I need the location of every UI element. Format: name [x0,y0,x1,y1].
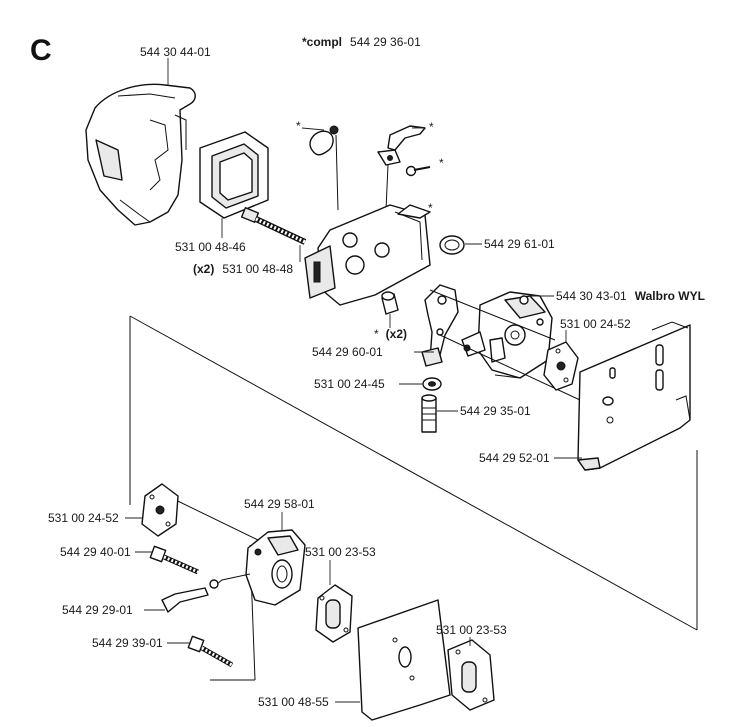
nipple [421,394,437,433]
carb-number: 544 30 43-01 [556,289,627,303]
choke-rod [161,573,251,613]
label-screw-upper: 544 29 40-01 [60,545,131,559]
washer [422,377,442,391]
filter-bolt [240,207,307,245]
label-intake: 544 29 58-01 [244,497,315,511]
bracket [421,284,459,367]
label-gasket-mid: 531 00 23-53 [305,545,376,559]
screw-lower [187,635,234,668]
carburetor [461,291,553,379]
label-nipple: 544 29 35-01 [460,404,531,418]
screw-upper [149,545,200,575]
plate-low [357,599,451,721]
label-screw-lower: 544 29 39-01 [92,636,163,650]
label-rod: 544 29 29-01 [62,603,133,617]
throttle-lever [377,125,426,166]
air-filter-cover [85,83,196,226]
section-letter: C [30,34,52,67]
label-plate-right: 544 29 52-01 [479,451,550,465]
label-plate-low: 531 00 48-55 [258,695,329,709]
star-2: * [429,120,434,134]
star-4: * [428,201,433,215]
gasket-right [543,341,579,391]
bolt-qty: (x2) [193,262,214,276]
label-oring: 544 29 61-01 [484,237,555,251]
star-3: * [439,156,444,170]
label-cover: 544 30 44-01 [140,45,211,59]
spacer-sleeve [381,291,399,315]
plate-right [577,321,691,471]
label-bracket: 544 29 60-01 [312,345,383,359]
air-filter [199,131,269,219]
gasket-low [447,639,495,711]
intake-manifold [245,529,306,606]
o-ring [439,235,465,255]
label-filter: 531 00 48-46 [175,240,246,254]
label-bolt: (x2) 531 00 48-48 [193,260,293,277]
star-1: * [296,119,301,133]
compl-number: 544 29 36-01 [350,35,421,49]
gasket-mid [315,584,353,643]
lever-screw [405,165,431,177]
compl-header: *compl 544 29 36-01 [302,33,421,50]
gasket-left [141,483,179,537]
label-washer: 531 00 24-45 [314,377,385,391]
label-carb: 544 30 43-01 Walbro WYL [556,287,705,304]
star-5: * [374,327,379,341]
carb-adapter [304,204,431,306]
compl-prefix: *compl [302,35,342,49]
label-gasket-left: 531 00 24-52 [48,511,119,525]
bolt-number: 531 00 48-48 [222,262,293,276]
label-gasket-low: 531 00 23-53 [436,623,507,637]
carb-brand: Walbro WYL [635,289,705,303]
label-star-x2: * (x2) [374,325,407,342]
choke-clip [309,125,339,156]
star-x2-qty: (x2) [386,327,407,341]
label-gasket-right: 531 00 24-52 [560,317,631,331]
